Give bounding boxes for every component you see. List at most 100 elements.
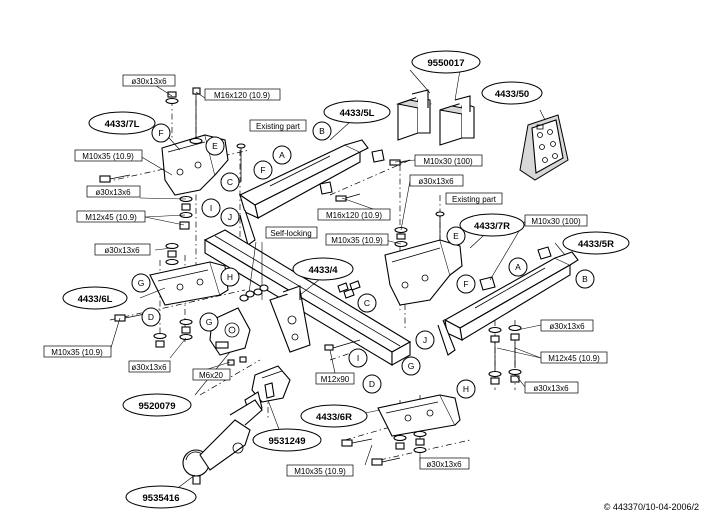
note-existing-part-right: Existing part xyxy=(445,192,503,205)
svg-text:4433/6R: 4433/6R xyxy=(316,412,352,423)
svg-text:B: B xyxy=(319,126,325,136)
svg-text:ø30x13x6: ø30x13x6 xyxy=(418,177,454,186)
callout-E-right: E xyxy=(446,226,466,246)
svg-text:D: D xyxy=(148,312,154,322)
svg-text:A: A xyxy=(515,262,521,272)
svg-text:4433/7R: 4433/7R xyxy=(474,221,510,232)
label-4433-7L: 4433/7L xyxy=(88,111,156,135)
spec-m12x45-right: M12x45 (10.9) xyxy=(540,351,608,364)
svg-text:M16x120 (10.9): M16x120 (10.9) xyxy=(326,211,382,220)
callout-H-left: H xyxy=(220,267,240,287)
label-4433-7R: 4433/7R xyxy=(459,213,525,237)
spec-m10x35-bottom-left: M10x35 (10.9) xyxy=(43,345,112,358)
spec-m16x120-top: M16x120 (10.9) xyxy=(204,88,281,101)
svg-text:F: F xyxy=(158,128,163,138)
spec-w30-right-2: ø30x13x6 xyxy=(524,381,579,394)
svg-text:M12x90: M12x90 xyxy=(321,375,350,384)
callout-A-right: A xyxy=(508,257,528,277)
spec-m10x30-right: M10x30 (100) xyxy=(524,214,588,227)
callout-B-left: B xyxy=(312,121,332,141)
callout-D-right: D xyxy=(362,374,382,394)
main-crossbar-4433-4 xyxy=(203,229,412,366)
right-side-bracket-4433-7R xyxy=(384,239,463,306)
spec-w30-left-2: ø30x13x6 xyxy=(94,243,151,256)
callout-I-center: I xyxy=(348,348,368,368)
svg-text:M10x35 (10.9): M10x35 (10.9) xyxy=(51,348,103,357)
label-9520079: 9520079 xyxy=(122,393,192,417)
note-self-locking: Self-locking xyxy=(265,226,318,239)
spec-w30-bottom: ø30x13x6 xyxy=(419,457,470,470)
label-4433-50: 4433/50 xyxy=(481,81,543,105)
svg-text:Self-locking: Self-locking xyxy=(270,229,311,238)
callout-F-right: F xyxy=(456,274,476,294)
svg-text:ø30x13x6: ø30x13x6 xyxy=(426,460,462,469)
callout-J-right: J xyxy=(415,330,435,350)
svg-text:M12x45 (10.9): M12x45 (10.9) xyxy=(548,354,600,363)
svg-text:ø30x13x6: ø30x13x6 xyxy=(533,384,569,393)
label-4433-5R: 4433/5R xyxy=(562,231,630,255)
spec-m12x90: M12x90 xyxy=(315,372,355,385)
fastener-spec-labels: ø30x13x6 M16x120 (10.9) M10x35 (10.9) ø3… xyxy=(43,74,608,477)
label-4433-4: 4433/4 xyxy=(292,257,354,281)
svg-text:C: C xyxy=(227,177,233,187)
callout-A-left: A xyxy=(272,145,292,165)
svg-text:E: E xyxy=(212,141,218,151)
svg-text:4433/5L: 4433/5L xyxy=(340,108,375,119)
svg-text:I: I xyxy=(357,353,359,363)
callout-B-right: B xyxy=(575,269,595,289)
towball-9535416 xyxy=(182,399,263,485)
callout-G-left-lower: G xyxy=(199,312,219,332)
spec-m6x20: M6x20 xyxy=(192,368,231,381)
existing-part-stud-left xyxy=(236,143,246,182)
svg-text:ø30x13x6: ø30x13x6 xyxy=(131,363,167,372)
svg-text:G: G xyxy=(408,361,415,371)
label-9550017: 9550017 xyxy=(411,50,481,74)
note-existing-part-left: Existing part xyxy=(249,119,307,132)
callout-I-left: I xyxy=(201,198,221,218)
svg-text:ø30x13x6: ø30x13x6 xyxy=(104,246,140,255)
callout-E-left: E xyxy=(205,136,225,156)
svg-text:H: H xyxy=(227,272,233,282)
bolts-right xyxy=(488,324,522,385)
svg-text:J: J xyxy=(228,212,232,222)
svg-text:ø30x13x6: ø30x13x6 xyxy=(95,188,131,197)
svg-text:G: G xyxy=(206,317,213,327)
spec-m10x30-center: M10x30 (100) xyxy=(414,154,483,167)
svg-text:M10x35 (10.9): M10x35 (10.9) xyxy=(82,152,134,161)
svg-text:M6x20: M6x20 xyxy=(199,371,224,380)
svg-text:9535416: 9535416 xyxy=(143,493,180,504)
electrical-socket-plate-9520079 xyxy=(209,307,251,356)
svg-text:4433/50: 4433/50 xyxy=(495,89,529,100)
spec-w30-top-left: ø30x13x6 xyxy=(122,74,176,87)
spec-w30-center: ø30x13x6 xyxy=(409,174,464,187)
self-locking-nuts xyxy=(239,241,269,302)
letter-callouts: F E C B A F I J G H D G E C A B F J I G … xyxy=(131,121,595,399)
label-9535416: 9535416 xyxy=(125,485,197,509)
svg-text:M10x30 (100): M10x30 (100) xyxy=(531,217,581,226)
electrical-relay-boxes xyxy=(396,89,475,146)
spec-m10x35-left: M10x35 (10.9) xyxy=(74,149,143,162)
svg-text:J: J xyxy=(423,335,427,345)
spec-m12x45-left: M12x45 (10.9) xyxy=(76,210,146,223)
callout-G-left-upper: G xyxy=(131,273,151,293)
svg-text:ø30x13x6: ø30x13x6 xyxy=(549,322,585,331)
callout-H-right: H xyxy=(456,379,476,399)
svg-text:M10x35 (10.9): M10x35 (10.9) xyxy=(331,236,383,245)
svg-text:M10x35 (10.9): M10x35 (10.9) xyxy=(294,467,346,476)
svg-text:4433/5R: 4433/5R xyxy=(578,239,614,250)
spec-w30-left-1: ø30x13x6 xyxy=(86,185,141,198)
copyright-text: © 443370/10-04-2006/2 xyxy=(604,502,699,512)
svg-text:F: F xyxy=(463,279,468,289)
notes: Existing part Existing part Self-locking xyxy=(249,119,503,239)
callout-D-left: D xyxy=(141,307,161,327)
svg-text:F: F xyxy=(260,165,265,175)
callout-F-left-mid: F xyxy=(253,160,273,180)
label-4433-5L: 4433/5L xyxy=(323,100,391,124)
crossbar-bolts xyxy=(324,280,361,351)
svg-text:A: A xyxy=(279,150,285,160)
bolts-lower-left xyxy=(114,313,193,348)
svg-text:D: D xyxy=(369,379,375,389)
svg-text:B: B xyxy=(582,274,588,284)
label-4433-6R: 4433/6R xyxy=(300,404,368,428)
